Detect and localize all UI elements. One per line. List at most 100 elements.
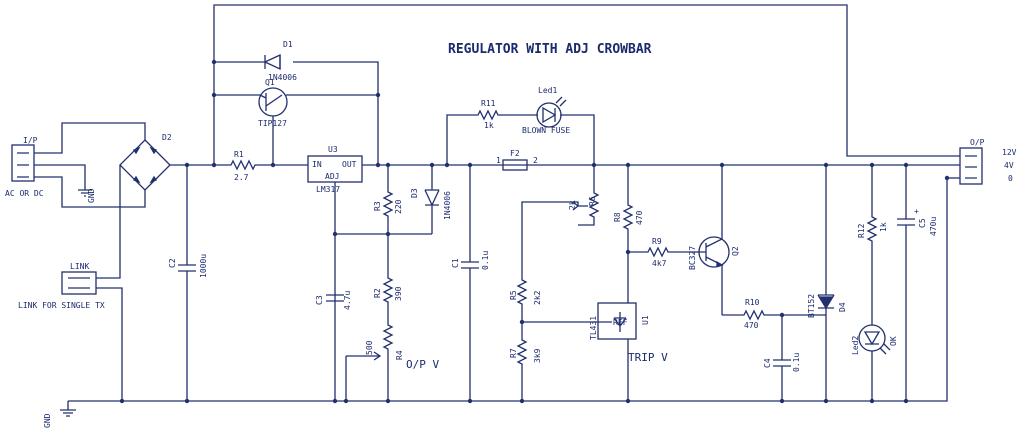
u1-value: TL431 xyxy=(589,316,598,340)
input-connector-name: I/P xyxy=(23,136,38,145)
d1-wires xyxy=(214,61,379,165)
link-connector-name: LINK xyxy=(70,262,89,271)
op-v-label: O/P V xyxy=(406,358,439,371)
r11-led1-branch xyxy=(446,109,595,165)
output-pin-12v: 12V xyxy=(1002,148,1017,157)
r10-value: 470 xyxy=(744,321,759,330)
shunt-regulator-u1: TL431 REF U1 xyxy=(589,302,650,340)
r7-ref: R7 xyxy=(509,348,518,358)
u1-ref: U1 xyxy=(641,315,650,325)
d1-value: 1N4006 xyxy=(268,73,297,82)
c5-capacitor xyxy=(897,165,915,401)
r5-ref: R5 xyxy=(509,290,518,300)
r6-potentiometer xyxy=(578,165,600,226)
c1-value: 0.1u xyxy=(481,251,490,270)
output-connector-name: O/P xyxy=(970,138,985,147)
link-wire-bottom xyxy=(96,287,123,401)
diode-d3: D3 1N4006 xyxy=(410,165,452,234)
u3-pin-adj: ADJ xyxy=(325,172,339,181)
input-gnd-label: GND xyxy=(87,188,96,203)
r4-ref: R4 xyxy=(395,350,404,360)
output-pin-0: 0 xyxy=(1008,174,1013,183)
fuse-f2: F2 1 2 xyxy=(496,149,538,171)
transistor-q1: Q1 TIP127 xyxy=(258,78,288,165)
r11-ref: R11 xyxy=(481,99,496,108)
input-gnd-symbol xyxy=(78,189,92,197)
transistor-q2: BC327 Q2 xyxy=(688,165,740,315)
diagram-title: REGULATOR WITH ADJ CROWBAR xyxy=(448,42,652,57)
c2-capacitor xyxy=(178,165,196,401)
d3-value: 1N4006 xyxy=(443,191,452,220)
f2-pin1: 1 xyxy=(496,156,501,165)
led2-value: OK xyxy=(889,336,898,346)
r3-value: 220 xyxy=(394,199,403,214)
u3-pin-in: IN xyxy=(312,160,322,169)
r2-ref: R2 xyxy=(373,288,382,298)
r8-value: 470 xyxy=(635,210,644,225)
c2-ref: C2 xyxy=(168,258,177,268)
r1-ref: R1 xyxy=(234,150,244,159)
r5-value: 2k2 xyxy=(533,290,542,305)
c1-capacitor xyxy=(461,165,479,401)
f2-ref: F2 xyxy=(510,149,520,158)
q2-value: BC327 xyxy=(688,246,697,270)
scr-d4: BT152 D4 xyxy=(807,165,847,401)
r12-led2-branch xyxy=(866,165,878,401)
top-bypass-wire xyxy=(213,4,960,165)
c3-capacitor xyxy=(326,294,344,302)
r10-resistor xyxy=(722,309,826,321)
d2-ref: D2 xyxy=(162,133,172,142)
r9-ref: R9 xyxy=(652,237,662,246)
u3-value: LM317 xyxy=(316,185,340,194)
resistor-r1 xyxy=(214,159,308,171)
output-pin-4v: 4V xyxy=(1004,161,1014,170)
q2-ref: Q2 xyxy=(731,246,740,256)
r2-value: 390 xyxy=(394,286,403,301)
input-connector-caption: AC OR DC xyxy=(5,189,44,198)
c4-ref: C4 xyxy=(763,358,772,368)
potentiometer-r4: 500 R4 xyxy=(345,340,404,401)
r6-value: 2k xyxy=(568,200,577,210)
r5-r7-chain xyxy=(516,201,579,401)
bridge-rectifier-d2: D2 xyxy=(119,133,172,191)
u1-ref-pin: REF xyxy=(613,318,628,327)
c5-ref: C5 xyxy=(918,218,927,228)
c4-value: 0.1u xyxy=(792,353,801,372)
d3-ref: D3 xyxy=(410,188,419,198)
r8-r9-chain xyxy=(622,165,700,258)
ac-wire-1 xyxy=(34,122,146,154)
led2: Led2 OK xyxy=(851,324,898,355)
trip-v-label: TRIP V xyxy=(628,351,668,364)
gnd-wire xyxy=(34,164,86,190)
q1-value: TIP127 xyxy=(258,119,287,128)
ground-rail xyxy=(68,178,948,402)
input-connector: I/P AC OR DC xyxy=(5,136,44,198)
u3-pin-out: OUT xyxy=(342,160,357,169)
c3-value: 4.7u xyxy=(343,291,352,310)
c5-value: 470u xyxy=(929,217,938,236)
r4-value: 500 xyxy=(365,340,374,355)
f2-pin2: 2 xyxy=(533,156,538,165)
c1-ref: C1 xyxy=(451,258,460,268)
r1-value: 2.7 xyxy=(234,173,249,182)
led1-ref: Led1 xyxy=(538,86,557,95)
r3-r2-r4-chain xyxy=(382,165,394,401)
c2-value: 1000u xyxy=(199,254,208,278)
output-connector: O/P 12V 4V 0 xyxy=(959,138,1017,185)
r3-ref: R3 xyxy=(373,201,382,211)
link-caption: LINK FOR SINGLE TX xyxy=(18,301,105,310)
q1-ref: Q1 xyxy=(265,78,275,87)
led2-ref: Led2 xyxy=(851,336,860,355)
r11-value: 1k xyxy=(484,121,494,130)
ac-wire-2 xyxy=(34,176,146,208)
d4-value: BT152 xyxy=(807,294,816,318)
r8-ref: R8 xyxy=(613,212,622,222)
r9-value: 4k7 xyxy=(652,259,667,268)
diode-d1: D1 1N4006 xyxy=(263,40,297,82)
link-connector: LINK LINK FOR SINGLE TX xyxy=(18,262,105,310)
u3-ref: U3 xyxy=(328,145,338,154)
main-gnd-label: GND xyxy=(43,413,52,428)
d4-ref: D4 xyxy=(838,302,847,312)
